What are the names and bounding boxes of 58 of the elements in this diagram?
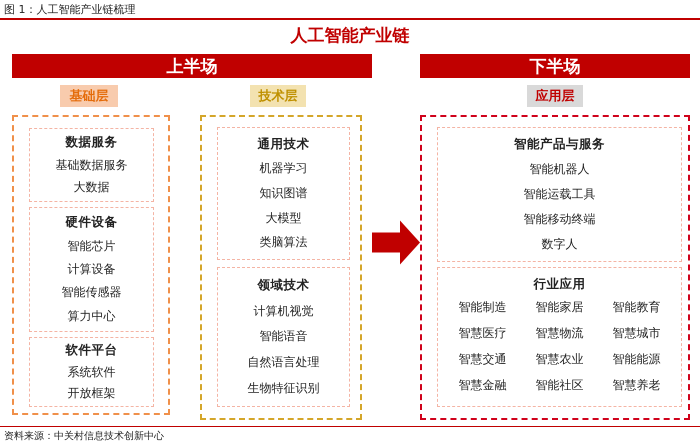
item-text: 大数据 <box>74 178 110 196</box>
item-text: 开放框架 <box>68 384 116 402</box>
group-heading: 软件平台 <box>66 342 118 360</box>
item-text: 计算设备 <box>68 260 116 278</box>
item-text: 智能社区 <box>536 377 584 394</box>
group-heading: 行业应用 <box>534 276 586 293</box>
group-box <box>217 267 350 407</box>
block-arrow <box>372 220 420 264</box>
figure-label: 图 1：人工智能产业链梳理 <box>4 2 136 17</box>
group-box <box>29 128 154 202</box>
item-text: 系统软件 <box>68 364 116 380</box>
group-box <box>437 267 682 407</box>
item-text: 算力中心 <box>68 308 116 325</box>
item-text: 智慧城市 <box>612 325 660 342</box>
item-text: 知识图谱 <box>260 184 308 202</box>
dashed-container <box>200 115 362 420</box>
item-text: 智慧农业 <box>536 351 584 368</box>
dashed-container <box>420 115 690 420</box>
item-text: 基础数据服务 <box>56 156 128 174</box>
layer-label: 基础层 <box>60 85 118 107</box>
dashed-container <box>12 115 170 415</box>
layer-label: 应用层 <box>527 85 583 107</box>
item-text: 智能移动终端 <box>524 211 596 228</box>
item-text: 智能能源 <box>612 351 660 368</box>
group-box <box>217 127 350 260</box>
source-note: 资料来源：中关村信息技术创新中心 <box>4 430 164 443</box>
item-text: 智能运载工具 <box>524 186 596 203</box>
section-banner: 上半场 <box>12 54 372 78</box>
item-text: 智慧医疗 <box>458 325 506 342</box>
group-box <box>29 337 154 407</box>
item-text: 智能语音 <box>260 328 308 346</box>
item-text: 智慧物流 <box>536 325 584 342</box>
item-text: 数字人 <box>542 236 578 253</box>
group-box <box>29 207 154 332</box>
group-heading: 智能产品与服务 <box>514 136 605 153</box>
group-heading: 数据服务 <box>66 134 118 152</box>
item-text: 智慧金融 <box>458 377 506 394</box>
item-text: 智能机器人 <box>530 161 590 178</box>
diagram-title: 人工智能产业链 <box>289 25 410 47</box>
layer-label: 技术层 <box>250 85 306 107</box>
item-text: 大模型 <box>266 210 302 227</box>
item-text: 智慧养老 <box>612 377 660 394</box>
item-text: 智能传感器 <box>62 284 122 302</box>
item-text: 智慧交通 <box>458 351 506 368</box>
group-heading: 领域技术 <box>258 276 310 294</box>
item-text: 类脑算法 <box>260 234 308 252</box>
item-text: 计算机视觉 <box>254 302 314 320</box>
item-text: 自然语言处理 <box>248 354 320 372</box>
item-text: 智能制造 <box>458 299 506 316</box>
item-text: 智能家居 <box>536 299 584 316</box>
group-heading: 硬件设备 <box>66 214 118 232</box>
section-banner: 下半场 <box>420 54 690 78</box>
item-text: 智能教育 <box>612 299 660 316</box>
group-box <box>437 127 682 262</box>
item-text: 生物特征识别 <box>248 380 320 398</box>
item-text: 机器学习 <box>260 160 308 178</box>
group-heading: 通用技术 <box>258 136 310 153</box>
item-text: 智能芯片 <box>68 238 116 255</box>
